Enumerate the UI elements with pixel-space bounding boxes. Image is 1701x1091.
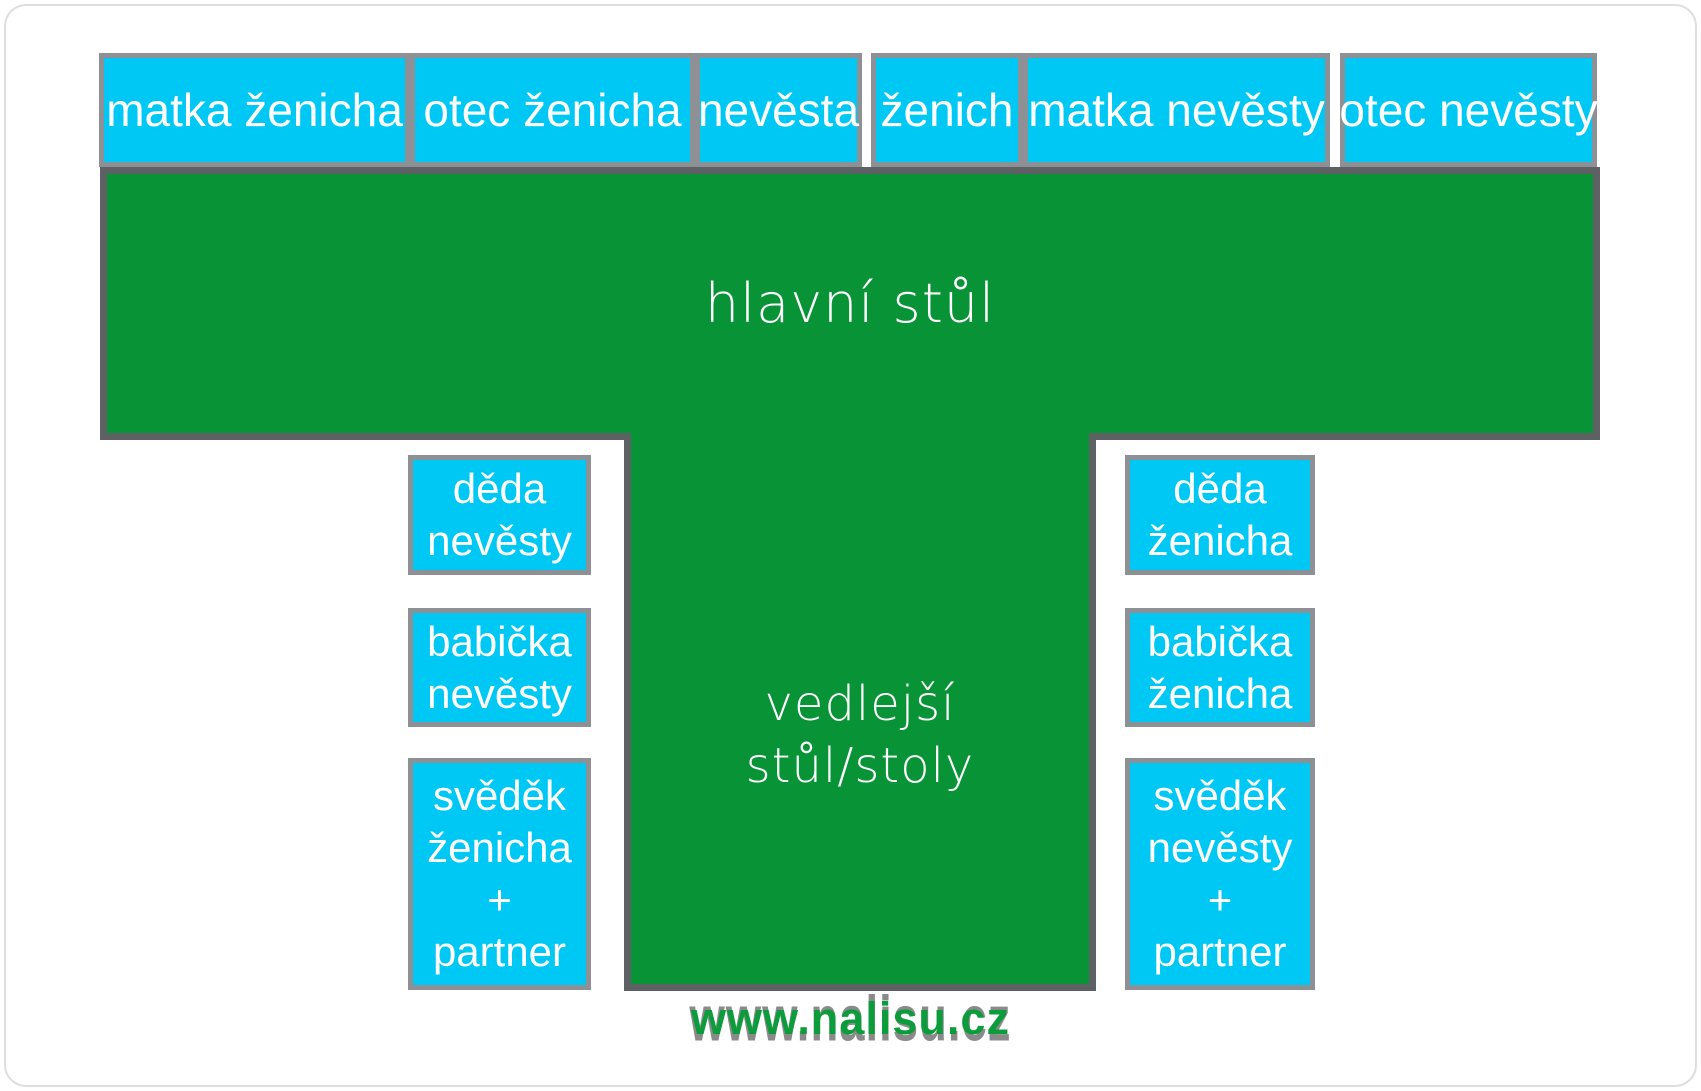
side-table-label: vedlejší stůl/stoly xyxy=(631,673,1089,797)
watermark-wrap: www.nalisu.cz www.nalisu.cz xyxy=(689,982,1010,1054)
seat-matka-nevesty: matka nevěsty xyxy=(1023,53,1330,167)
seat-label: nevěsta xyxy=(697,84,860,136)
side-table-label-line1: vedlejší xyxy=(764,676,956,732)
watermark-text: www.nalisu.cz xyxy=(691,993,1010,1044)
seat-label-line1: děda xyxy=(452,465,547,512)
seat-svedek-zenicha-partner: svěděk ženicha + partner xyxy=(408,758,591,990)
seat-deda-zenicha: děda ženicha xyxy=(1125,455,1315,575)
seat-label: otec ženicha xyxy=(423,84,682,136)
seat-babicka-nevesty: babička nevěsty xyxy=(408,608,591,727)
seat-label: matka ženicha xyxy=(106,84,403,136)
side-table-label-line2: stůl/stoly xyxy=(745,738,975,794)
seat-label-line2: nevěsty xyxy=(427,669,572,717)
seat-label-line2: ženicha xyxy=(427,824,572,871)
seat-label-line1: babička xyxy=(427,617,572,665)
seat-label-line1: babička xyxy=(1147,617,1293,665)
seat-babicka-zenicha: babička ženicha xyxy=(1125,608,1315,727)
seat-label: ženich xyxy=(880,84,1014,136)
seat-deda-nevesty: děda nevěsty xyxy=(408,455,591,575)
seat-label-line3: + xyxy=(1207,876,1233,923)
seat-label-line2: nevěsty xyxy=(1147,824,1293,871)
seat-zenich: ženich xyxy=(871,53,1023,167)
seat-otec-nevesty: otec nevěsty xyxy=(1339,53,1598,167)
seat-nevesta: nevěsta xyxy=(695,53,862,167)
seat-otec-zenicha: otec ženicha xyxy=(410,53,695,167)
watermark: www.nalisu.cz www.nalisu.cz xyxy=(0,982,1701,1054)
seat-label-line1: svěděk xyxy=(1153,772,1287,819)
head-table-label: hlavní stůl xyxy=(704,272,996,335)
seat-label-line1: svěděk xyxy=(432,772,567,819)
seat-label-line4: partner xyxy=(432,928,567,975)
seat-label: otec nevěsty xyxy=(1339,84,1598,136)
seat-label-line2: nevěsty xyxy=(427,517,572,564)
side-table: vedlejší stůl/stoly xyxy=(624,433,1096,991)
watermark-shadow: www.nalisu.cz xyxy=(689,982,1012,1055)
head-table: hlavní stůl xyxy=(100,167,1600,440)
seat-label-line3: + xyxy=(487,876,512,923)
seat-label: matka nevěsty xyxy=(1028,84,1325,136)
seat-label-line1: děda xyxy=(1173,465,1267,512)
seat-label-line2: ženicha xyxy=(1147,669,1293,717)
seat-matka-zenicha: matka ženicha xyxy=(99,53,410,167)
seat-label-line4: partner xyxy=(1153,928,1287,975)
seat-label-line2: ženicha xyxy=(1147,517,1293,564)
seat-svedek-nevesty-partner: svěděk nevěsty + partner xyxy=(1125,758,1315,990)
